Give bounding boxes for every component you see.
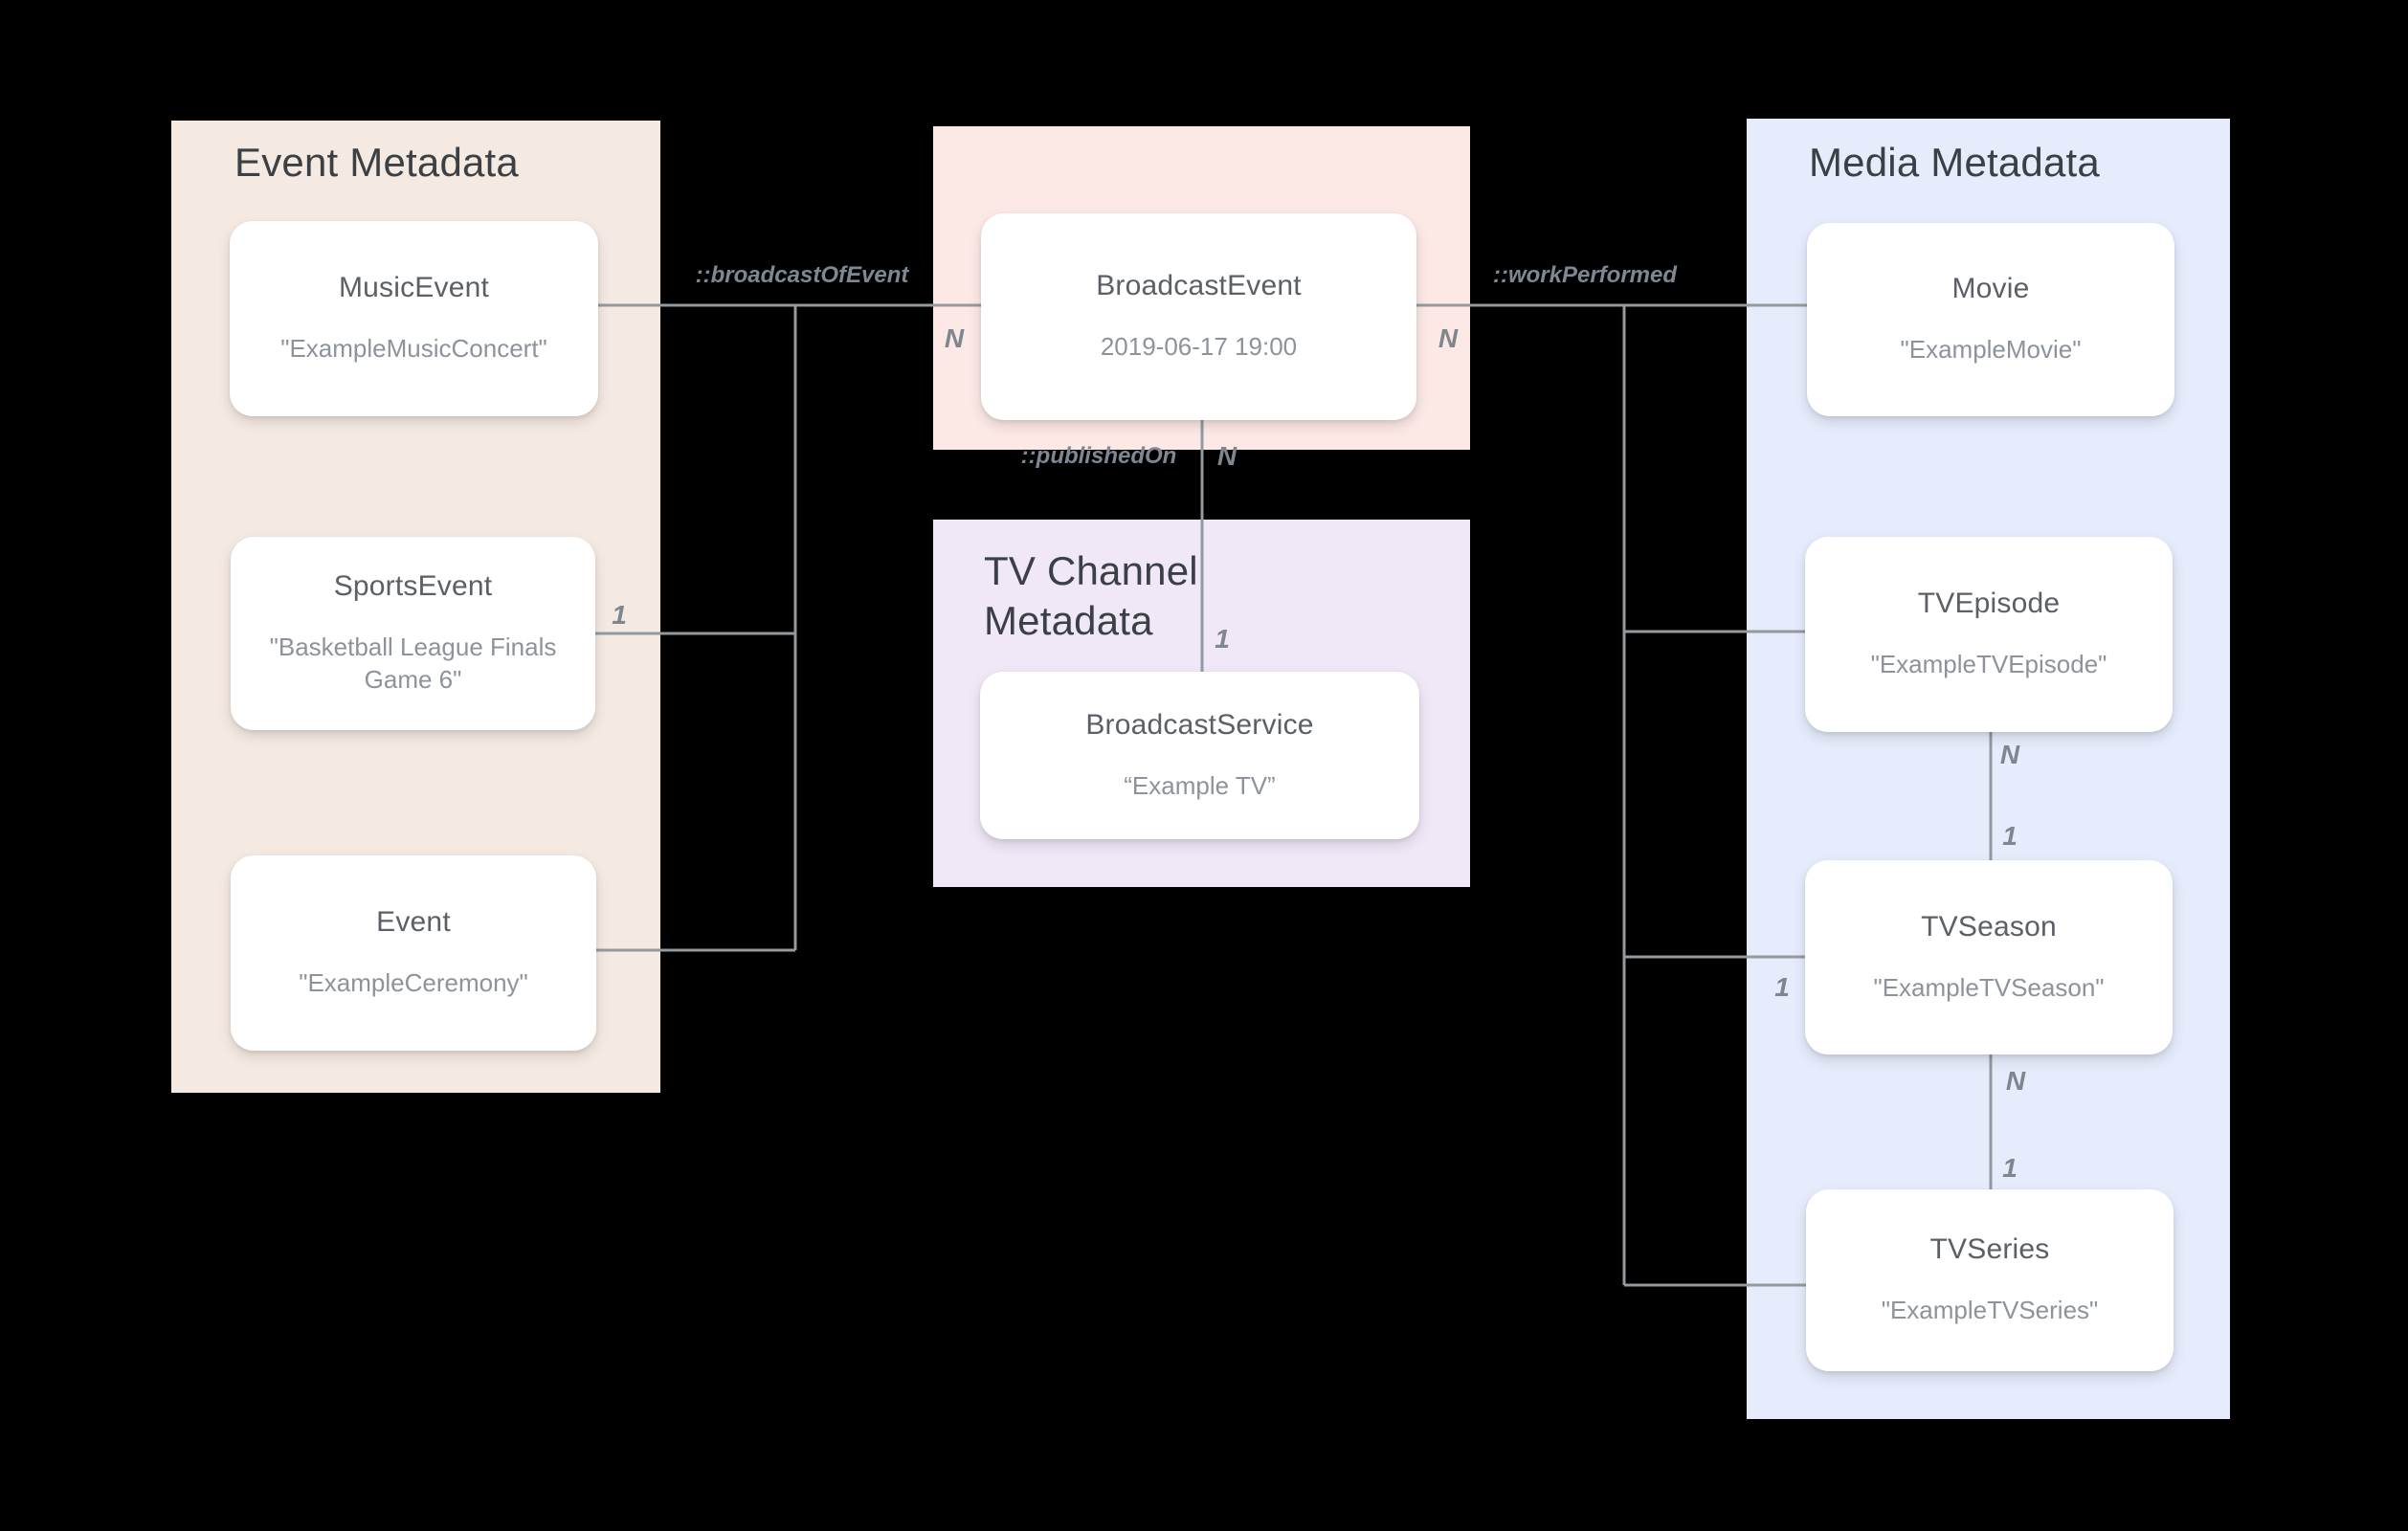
- label-broadcast-of-event: ::broadcastOfEvent: [695, 262, 909, 288]
- cardinality-episode-season-n: N: [1999, 740, 2020, 769]
- card-event-subtitle: "ExampleCeremony": [299, 968, 528, 998]
- cardinality-sportsevent-1: 1: [612, 600, 627, 630]
- card-tv-series: TVSeries "ExampleTVSeries": [1806, 1189, 2174, 1371]
- card-tv-episode-subtitle: "ExampleTVEpisode": [1870, 650, 2107, 679]
- card-movie-title: Movie: [1951, 273, 2030, 305]
- card-sports-event-title: SportsEvent: [333, 570, 493, 603]
- card-tv-series-title: TVSeries: [1929, 1233, 2050, 1266]
- event-metadata-title: Event Metadata: [234, 140, 519, 185]
- cardinality-tvseason-left-1: 1: [1774, 972, 1790, 1002]
- card-movie-subtitle: "ExampleMovie": [1900, 335, 2082, 365]
- cardinality-season-series-1: 1: [2002, 1153, 2018, 1183]
- card-tv-episode-title: TVEpisode: [1917, 588, 2061, 620]
- card-broadcast-service: BroadcastService “Example TV”: [980, 672, 1419, 839]
- cardinality-broadcastevent-right-n: N: [1438, 323, 1459, 353]
- cardinality-broadcastevent-left-n: N: [944, 323, 965, 353]
- card-broadcast-event-subtitle: 2019-06-17 19:00: [1100, 332, 1298, 362]
- card-tv-series-subtitle: "ExampleTVSeries": [1881, 1296, 2099, 1325]
- card-sports-event: SportsEvent "Basketball League Finals Ga…: [231, 537, 595, 730]
- label-work-performed: ::workPerformed: [1492, 262, 1678, 288]
- cardinality-publishedon-n: N: [1216, 441, 1237, 471]
- card-tv-episode: TVEpisode "ExampleTVEpisode": [1805, 537, 2173, 732]
- card-sports-event-subtitle: "Basketball League Finals Game 6": [269, 632, 557, 694]
- card-movie: Movie "ExampleMovie": [1807, 223, 2174, 416]
- media-metadata-title: Media Metadata: [1809, 140, 2100, 185]
- card-event: Event "ExampleCeremony": [231, 855, 596, 1051]
- tv-channel-metadata-title: TV Channel Metadata: [984, 548, 1198, 644]
- card-event-title: Event: [376, 906, 451, 939]
- cardinality-publishedon-1: 1: [1215, 624, 1230, 654]
- card-music-event: MusicEvent "ExampleMusicConcert": [230, 221, 598, 416]
- card-music-event-subtitle: "ExampleMusicConcert": [280, 334, 547, 364]
- cardinality-season-series-n: N: [2005, 1066, 2026, 1096]
- card-broadcast-service-title: BroadcastService: [1085, 708, 1314, 741]
- card-broadcast-service-subtitle: “Example TV”: [1124, 770, 1276, 800]
- card-tv-season: TVSeason "ExampleTVSeason": [1805, 860, 2173, 1054]
- card-music-event-title: MusicEvent: [338, 272, 490, 304]
- card-tv-season-subtitle: "ExampleTVSeason": [1873, 972, 2105, 1002]
- card-tv-season-title: TVSeason: [1921, 910, 2057, 943]
- cardinality-episode-season-1: 1: [2002, 821, 2018, 851]
- label-published-on: ::publishedOn: [1020, 443, 1177, 469]
- card-broadcast-event-title: BroadcastEvent: [1096, 270, 1302, 302]
- card-broadcast-event: BroadcastEvent 2019-06-17 19:00: [981, 213, 1416, 420]
